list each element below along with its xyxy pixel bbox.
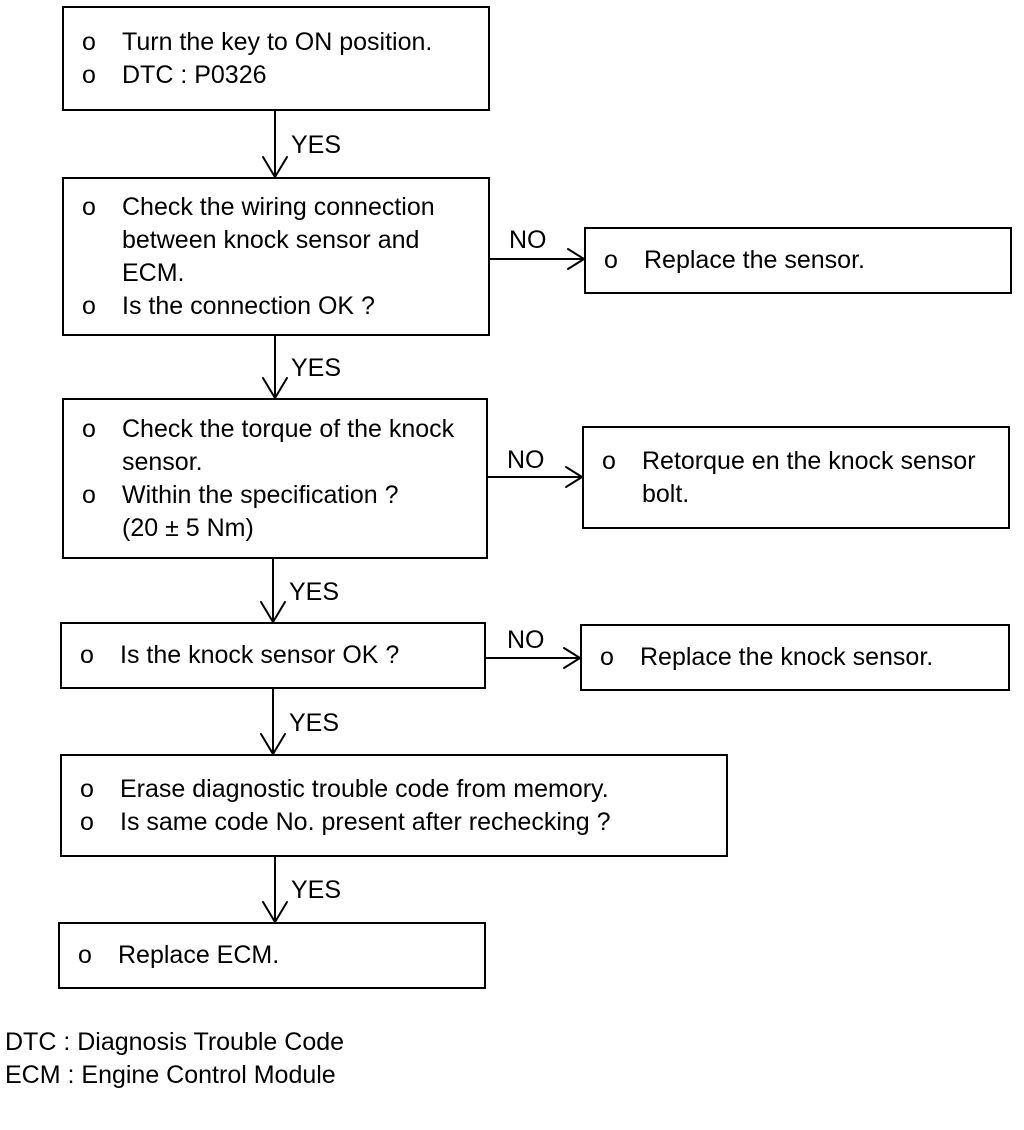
yes-arrow-5 xyxy=(262,856,288,923)
bullet-marker: o xyxy=(80,774,94,803)
box-text: DTC : P0326 xyxy=(122,60,267,89)
box-check-wiring: o Check the wiring connection between knoc… xyxy=(62,177,490,336)
yes-arrow-1 xyxy=(262,110,288,178)
bullet-marker xyxy=(82,224,122,257)
no-label-1: NO xyxy=(509,226,547,254)
bullet-marker xyxy=(82,512,122,545)
bullet-marker: o xyxy=(602,446,616,475)
bullet-marker: o xyxy=(600,643,614,671)
box-line: o Replace ECM. xyxy=(78,939,476,972)
box-line: ECM. xyxy=(82,257,480,290)
bullet-marker: o xyxy=(82,60,96,89)
yes-label-5: YES xyxy=(291,876,342,904)
bullet-marker: o xyxy=(82,192,96,221)
box-text: Turn the key to ON position. xyxy=(122,27,433,56)
box-line: o Replace the sensor. xyxy=(604,244,1002,277)
box-line: o DTC : P0326 xyxy=(82,59,480,92)
box-text: Within the specification ? xyxy=(122,480,399,509)
box-text: ECM. xyxy=(122,258,185,287)
box-line: o Replace the knock sensor. xyxy=(600,641,1000,674)
box-text: Replace the sensor. xyxy=(644,246,865,274)
bullet-marker xyxy=(82,257,122,290)
box-text: between knock sensor and xyxy=(122,225,420,254)
bullet-marker xyxy=(602,478,642,511)
yes-arrow-4 xyxy=(260,688,286,755)
box-replace-sensor: o Replace the sensor. xyxy=(584,227,1012,294)
box-line: (20 ± 5 Nm) xyxy=(82,512,478,545)
box-line: o Turn the key to ON position. xyxy=(82,26,480,59)
yes-label-3: YES xyxy=(289,578,340,606)
box-line: o Is the connection OK ? xyxy=(82,290,480,323)
bullet-marker: o xyxy=(78,941,92,969)
bullet-marker: o xyxy=(604,246,618,274)
box-text: bolt. xyxy=(642,479,690,508)
box-line: o Is same code No. present after rechecki… xyxy=(80,806,718,839)
legend-ecm: ECM : Engine Control Module xyxy=(5,1061,336,1089)
box-erase-dtc: o Erase diagnostic trouble code from memo… xyxy=(60,754,728,857)
box-replace-ecm: o Replace ECM. xyxy=(58,922,486,989)
bullet-marker: o xyxy=(80,807,94,836)
box-text: Is the connection OK ? xyxy=(122,291,375,320)
box-line: sensor. xyxy=(82,446,478,479)
box-line: between knock sensor and xyxy=(82,224,480,257)
box-text: Replace the knock sensor. xyxy=(640,643,934,671)
box-replace-knock-sensor: o Replace the knock sensor. xyxy=(580,624,1010,691)
yes-label-1: YES xyxy=(291,131,342,159)
no-label-2: NO xyxy=(507,446,545,474)
box-knock-sensor-ok: o Is the knock sensor OK ? xyxy=(60,622,486,689)
yes-arrow-3 xyxy=(260,558,286,623)
box-text: Retorque en the knock sensor xyxy=(642,446,976,475)
box-text: (20 ± 5 Nm) xyxy=(122,513,254,542)
box-text: Replace ECM. xyxy=(118,941,280,969)
bullet-marker: o xyxy=(82,480,96,509)
box-text: sensor. xyxy=(122,447,203,476)
box-text: Is same code No. present after recheckin… xyxy=(120,807,611,836)
box-line: o Retorque en the knock sensor xyxy=(602,445,1000,478)
box-text: Check the torque of the knock xyxy=(122,414,455,443)
box-text: Check the wiring connection xyxy=(122,192,435,221)
box-line: o Is the knock sensor OK ? xyxy=(80,639,476,672)
yes-label-2: YES xyxy=(291,354,342,382)
no-label-3: NO xyxy=(507,626,545,654)
box-line: o Check the wiring connection xyxy=(82,191,480,224)
yes-arrow-2 xyxy=(262,335,288,399)
bullet-marker: o xyxy=(80,641,94,669)
bullet-marker: o xyxy=(82,414,96,443)
box-text: Is the knock sensor OK ? xyxy=(120,641,400,669)
yes-label-4: YES xyxy=(289,709,340,737)
box-retorque-bolt: o Retorque en the knock sensor bolt. xyxy=(582,426,1010,529)
bullet-marker: o xyxy=(82,291,96,320)
bullet-marker: o xyxy=(82,27,96,56)
box-text: Erase diagnostic trouble code from memor… xyxy=(120,774,609,803)
box-line: o Within the specification ? xyxy=(82,479,478,512)
box-line: o Erase diagnostic trouble code from memo… xyxy=(80,773,718,806)
bullet-marker xyxy=(82,446,122,479)
box-line: o Check the torque of the knock xyxy=(82,413,478,446)
legend-dtc: DTC : Diagnosis Trouble Code xyxy=(5,1028,345,1056)
box-line: bolt. xyxy=(602,478,1000,511)
